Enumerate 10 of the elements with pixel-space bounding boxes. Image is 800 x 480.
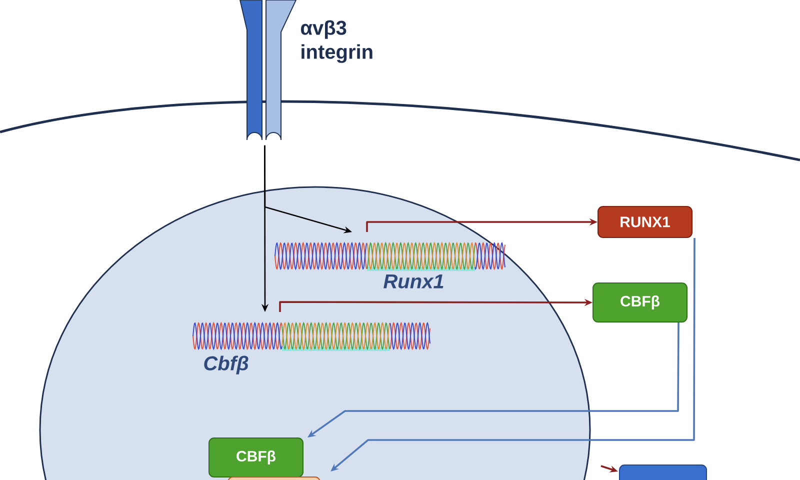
protein-box: CBFβ xyxy=(592,282,688,322)
protein-box xyxy=(619,464,707,480)
protein-box: RUNX1 xyxy=(598,206,692,238)
receptor-label: αvβ3 integrin xyxy=(301,20,372,63)
integrin-receptor-drawing xyxy=(240,0,296,140)
gene-label: Cbfβ xyxy=(204,356,248,374)
protein-box xyxy=(228,476,320,480)
nucleus xyxy=(39,186,591,480)
protein-box: CBFβ xyxy=(208,438,304,478)
gene-label: Runx1 xyxy=(384,274,444,288)
